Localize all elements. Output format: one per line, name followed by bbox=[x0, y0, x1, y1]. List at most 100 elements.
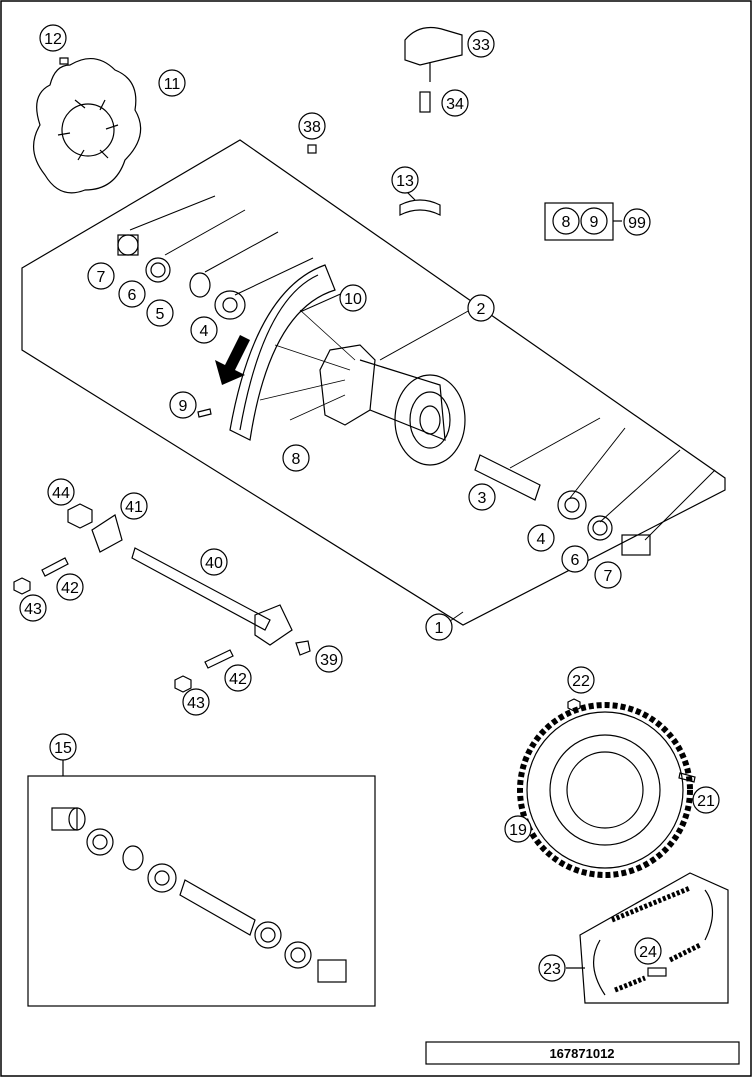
rim-tape bbox=[399, 189, 441, 216]
callout-1[interactable]: 1 bbox=[425, 613, 453, 641]
svg-text:2: 2 bbox=[477, 301, 486, 318]
svg-text:1: 1 bbox=[435, 620, 444, 637]
svg-text:23: 23 bbox=[543, 961, 561, 978]
callout-23[interactable]: 23 bbox=[538, 954, 566, 982]
callout-4-upper[interactable]: 4 bbox=[190, 316, 218, 344]
hub bbox=[319, 344, 466, 466]
callout-6-upper[interactable]: 6 bbox=[118, 280, 146, 308]
callout-8[interactable]: 8 bbox=[282, 444, 310, 472]
callout-39[interactable]: 39 bbox=[315, 645, 343, 673]
reference-number-box: 167871012 bbox=[425, 1041, 740, 1065]
chain-link-24 bbox=[647, 967, 667, 977]
svg-text:6: 6 bbox=[128, 287, 137, 304]
callout-34[interactable]: 34 bbox=[441, 89, 469, 117]
direction-arrow bbox=[215, 335, 250, 385]
svg-text:7: 7 bbox=[604, 568, 613, 585]
screw-9 bbox=[197, 408, 212, 418]
svg-text:5: 5 bbox=[156, 306, 165, 323]
callout-38[interactable]: 38 bbox=[298, 112, 326, 140]
callout-99[interactable]: 99 bbox=[623, 208, 651, 236]
callout-kit-9[interactable]: 9 bbox=[580, 207, 608, 235]
sprocket-bolt-21 bbox=[678, 772, 696, 783]
bearing-4-lower bbox=[557, 490, 587, 520]
rear-sprocket bbox=[517, 702, 693, 878]
callout-13[interactable]: 13 bbox=[391, 166, 419, 194]
callout-2[interactable]: 2 bbox=[467, 294, 495, 322]
svg-text:15: 15 bbox=[54, 740, 72, 757]
callout-3[interactable]: 3 bbox=[468, 483, 496, 511]
svg-text:4: 4 bbox=[200, 323, 209, 340]
svg-text:34: 34 bbox=[446, 96, 464, 113]
callout-21[interactable]: 21 bbox=[692, 786, 720, 814]
callout-44[interactable]: 44 bbox=[47, 478, 75, 506]
callout-9[interactable]: 9 bbox=[169, 391, 197, 419]
svg-text:43: 43 bbox=[24, 601, 42, 618]
callout-42-upper[interactable]: 42 bbox=[56, 573, 84, 601]
adjuster-screw-42-upper bbox=[41, 557, 69, 577]
callout-33[interactable]: 33 bbox=[467, 30, 495, 58]
valve-cap bbox=[404, 27, 463, 82]
spokes bbox=[259, 309, 356, 421]
nut-43-upper bbox=[13, 577, 31, 595]
svg-text:9: 9 bbox=[179, 398, 188, 415]
svg-text:19: 19 bbox=[509, 822, 527, 839]
circlip-5 bbox=[189, 272, 211, 298]
svg-text:44: 44 bbox=[52, 485, 70, 502]
chain bbox=[593, 885, 714, 996]
plug-38 bbox=[307, 144, 317, 154]
chain-adjuster-41 bbox=[91, 514, 123, 553]
wheel-assembly-outline bbox=[21, 139, 726, 626]
spacer-3 bbox=[474, 454, 541, 501]
svg-text:4: 4 bbox=[537, 531, 546, 548]
callout-41[interactable]: 41 bbox=[120, 492, 148, 520]
sprocket-nut-22 bbox=[567, 698, 581, 712]
svg-text:42: 42 bbox=[61, 580, 79, 597]
svg-text:13: 13 bbox=[396, 173, 414, 190]
callout-40[interactable]: 40 bbox=[200, 548, 228, 576]
svg-text:99: 99 bbox=[628, 215, 646, 232]
disc-bolt bbox=[59, 57, 69, 65]
svg-text:6: 6 bbox=[571, 552, 580, 569]
svg-text:8: 8 bbox=[562, 214, 571, 231]
reference-number: 167871012 bbox=[549, 1046, 614, 1061]
spacer-7-lower bbox=[621, 534, 651, 556]
callout-42-lower[interactable]: 42 bbox=[224, 664, 252, 692]
seal-6-lower bbox=[587, 515, 613, 541]
nut-44 bbox=[67, 503, 93, 529]
chain-kit-box bbox=[579, 872, 729, 1004]
svg-text:39: 39 bbox=[320, 652, 338, 669]
svg-text:12: 12 bbox=[44, 31, 62, 48]
valve-stem bbox=[419, 91, 431, 113]
callout-19[interactable]: 19 bbox=[504, 815, 532, 843]
callout-6-lower[interactable]: 6 bbox=[561, 545, 589, 573]
svg-text:40: 40 bbox=[205, 555, 223, 572]
callout-5[interactable]: 5 bbox=[146, 299, 174, 327]
callout-kit-8[interactable]: 8 bbox=[552, 207, 580, 235]
svg-text:24: 24 bbox=[639, 944, 657, 961]
callouts: 12 11 33 34 38 13 8 9 99 7 6 5 4 10 2 9 … bbox=[19, 24, 720, 982]
svg-text:38: 38 bbox=[303, 119, 321, 136]
callout-43-upper[interactable]: 43 bbox=[19, 594, 47, 622]
nut-43-lower bbox=[174, 675, 192, 693]
callout-24[interactable]: 24 bbox=[634, 937, 662, 965]
callout-22[interactable]: 22 bbox=[567, 666, 595, 694]
callout-12[interactable]: 12 bbox=[39, 24, 67, 52]
callout-15[interactable]: 15 bbox=[49, 733, 77, 761]
callout-4-lower[interactable]: 4 bbox=[527, 524, 555, 552]
svg-text:3: 3 bbox=[478, 490, 487, 507]
callout-10[interactable]: 10 bbox=[339, 284, 367, 312]
callout-7-upper[interactable]: 7 bbox=[87, 262, 115, 290]
svg-text:42: 42 bbox=[229, 671, 247, 688]
bearing-4-upper bbox=[214, 290, 246, 320]
adjuster-screw-42-lower bbox=[204, 649, 234, 669]
callout-7-lower[interactable]: 7 bbox=[594, 561, 622, 589]
svg-text:41: 41 bbox=[125, 499, 143, 516]
callout-11[interactable]: 11 bbox=[158, 69, 186, 97]
callout-43-lower[interactable]: 43 bbox=[182, 688, 210, 716]
hub-service-kit-box bbox=[27, 775, 376, 1007]
rim bbox=[229, 264, 336, 441]
svg-text:11: 11 bbox=[164, 76, 181, 93]
svg-text:8: 8 bbox=[292, 451, 301, 468]
